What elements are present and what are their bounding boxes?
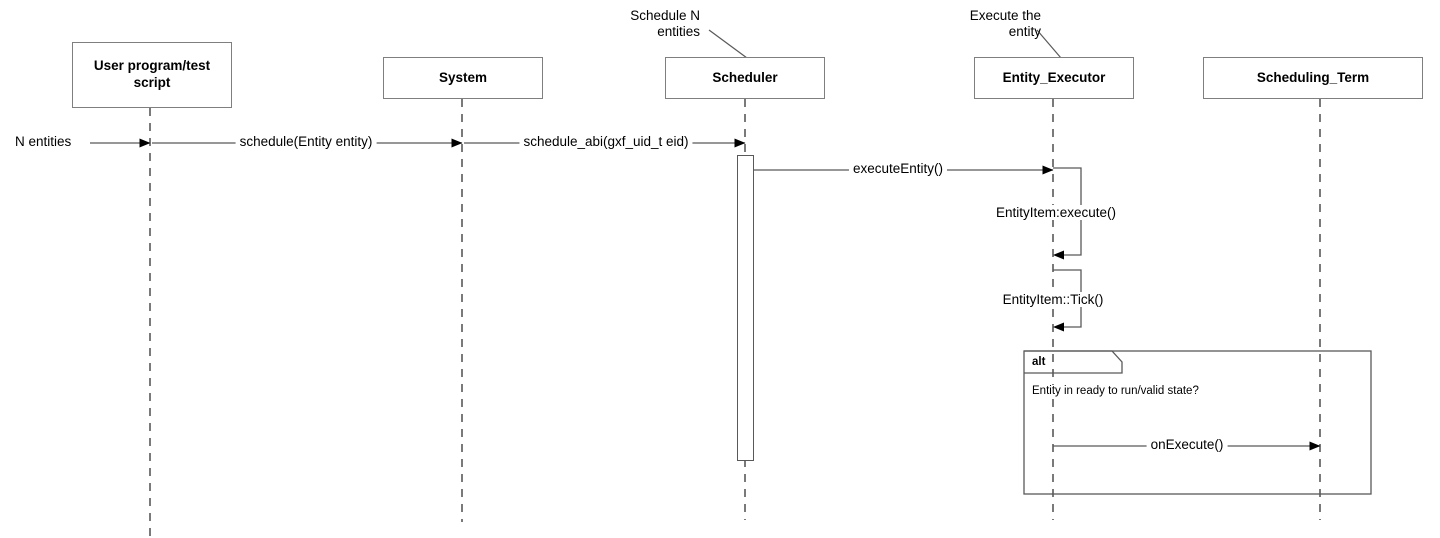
message-arrows	[90, 138, 1321, 451]
participant-box-user[interactable]: User program/test script	[72, 42, 232, 108]
lifelines-group	[149, 99, 1321, 536]
message-label-schedule-abi: schedule_abi(gxf_uid_t eid)	[519, 134, 693, 149]
alt-fragment-operator-label: alt	[1032, 356, 1046, 368]
message-label-n-entities: N entities	[12, 134, 75, 149]
annotation-schedule-n-entities: Schedule N entities	[630, 8, 700, 40]
alt-fragment-tag-outline	[1024, 350, 1123, 374]
message-label-on-execute: onExecute()	[1146, 437, 1228, 452]
message-label-entityitem-tick: EntityItem::Tick()	[998, 292, 1108, 307]
annotation-execute-the-entity: Execute the entity	[969, 8, 1041, 40]
message-label-entityitem-execute: EntityItem:execute()	[991, 205, 1121, 220]
alt-fragment-frame	[1023, 350, 1372, 495]
alt-fragment-condition-label: Entity in ready to run/valid state?	[1030, 385, 1201, 397]
participant-label-scheduling-term: Scheduling_Term	[1256, 69, 1370, 85]
leader-line-scheduler	[708, 29, 748, 59]
leader-line-executor	[1036, 29, 1062, 59]
activation-bar-scheduler	[737, 155, 754, 461]
annotation-leaders	[708, 29, 1062, 59]
message-label-execute-entity: executeEntity()	[848, 161, 948, 176]
participant-label-entity-executor: Entity_Executor	[1002, 69, 1106, 85]
participant-box-scheduler[interactable]: Scheduler	[665, 57, 825, 99]
participant-box-system[interactable]: System	[383, 57, 543, 99]
participant-label-system: System	[438, 69, 488, 85]
participant-box-scheduling-term[interactable]: Scheduling_Term	[1203, 57, 1423, 99]
participant-label-user: User program/test script	[93, 58, 211, 90]
participant-label-scheduler: Scheduler	[712, 69, 778, 85]
participant-box-entity-executor[interactable]: Entity_Executor	[974, 57, 1134, 99]
message-label-schedule: schedule(Entity entity)	[235, 134, 377, 149]
alt-fragment-outline	[1023, 350, 1372, 495]
